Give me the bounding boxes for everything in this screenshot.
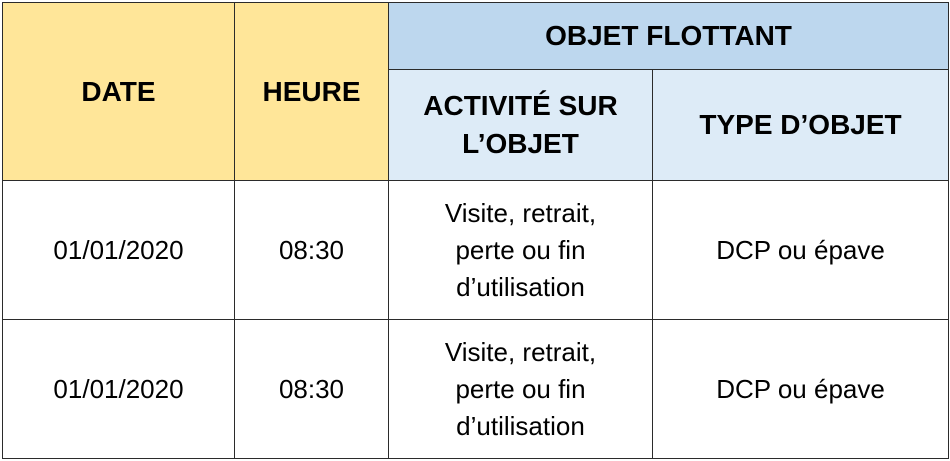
header-activite: ACTIVITÉ SUR L’OBJET: [388, 69, 653, 181]
cell-activite-text: Visite, retrait, perte ou fin d’utilisat…: [444, 336, 597, 441]
cell-type: DCP ou épave: [651, 180, 950, 320]
cell-date: 01/01/2020: [2, 180, 235, 320]
table-row: 01/01/2020 08:30 Visite, retrait, perte …: [2, 319, 950, 459]
header-date: DATE: [2, 2, 235, 181]
cell-heure: 08:30: [234, 180, 389, 320]
header-objet-flottant: OBJET FLOTTANT: [387, 2, 950, 70]
header-heure: HEURE: [234, 2, 389, 181]
cell-activite-text: Visite, retrait, perte ou fin d’utilisat…: [444, 197, 597, 302]
header-row-sub: ACTIVITÉ SUR L’OBJET TYPE D’OBJET: [3, 69, 950, 181]
cell-heure: 08:30: [234, 319, 389, 459]
header-row-top: DATE HEURE OBJET FLOTTANT: [2, 2, 950, 181]
table-row: 01/01/2020 08:30 Visite, retrait, perte …: [2, 180, 950, 320]
header-type: TYPE D’OBJET: [651, 69, 950, 181]
cell-activite: Visite, retrait, perte ou fin d’utilisat…: [388, 319, 653, 459]
cell-type: DCP ou épave: [651, 319, 950, 459]
cell-date: 01/01/2020: [2, 319, 235, 459]
cell-activite: Visite, retrait, perte ou fin d’utilisat…: [388, 180, 653, 320]
